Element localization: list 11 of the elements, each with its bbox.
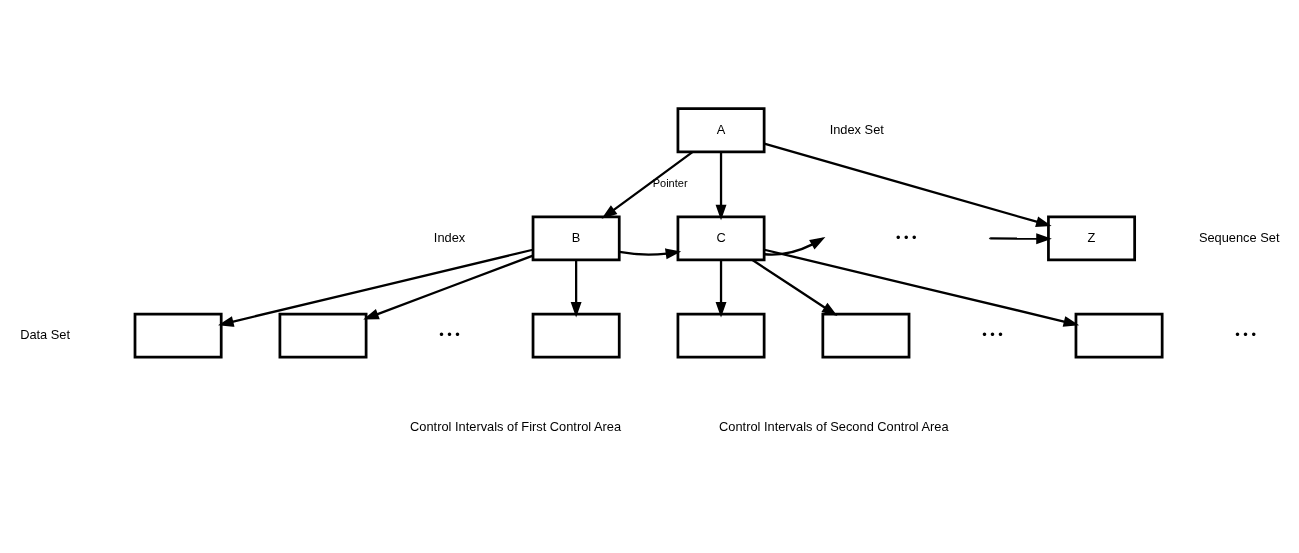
label: Index (433, 229, 466, 245)
edge-label: Pointer (652, 177, 688, 190)
label: • • • (1235, 327, 1256, 343)
label: Control Intervals of First Control Area (410, 419, 622, 435)
label: • • • (895, 229, 917, 245)
label: Index Set (829, 121, 884, 137)
label: • • • (982, 327, 1003, 343)
label: Sequence Set (1198, 229, 1280, 245)
label: Control Intervals of Second Control Area (719, 419, 949, 435)
label: • • • (439, 327, 460, 343)
label: Data Set (20, 327, 71, 343)
